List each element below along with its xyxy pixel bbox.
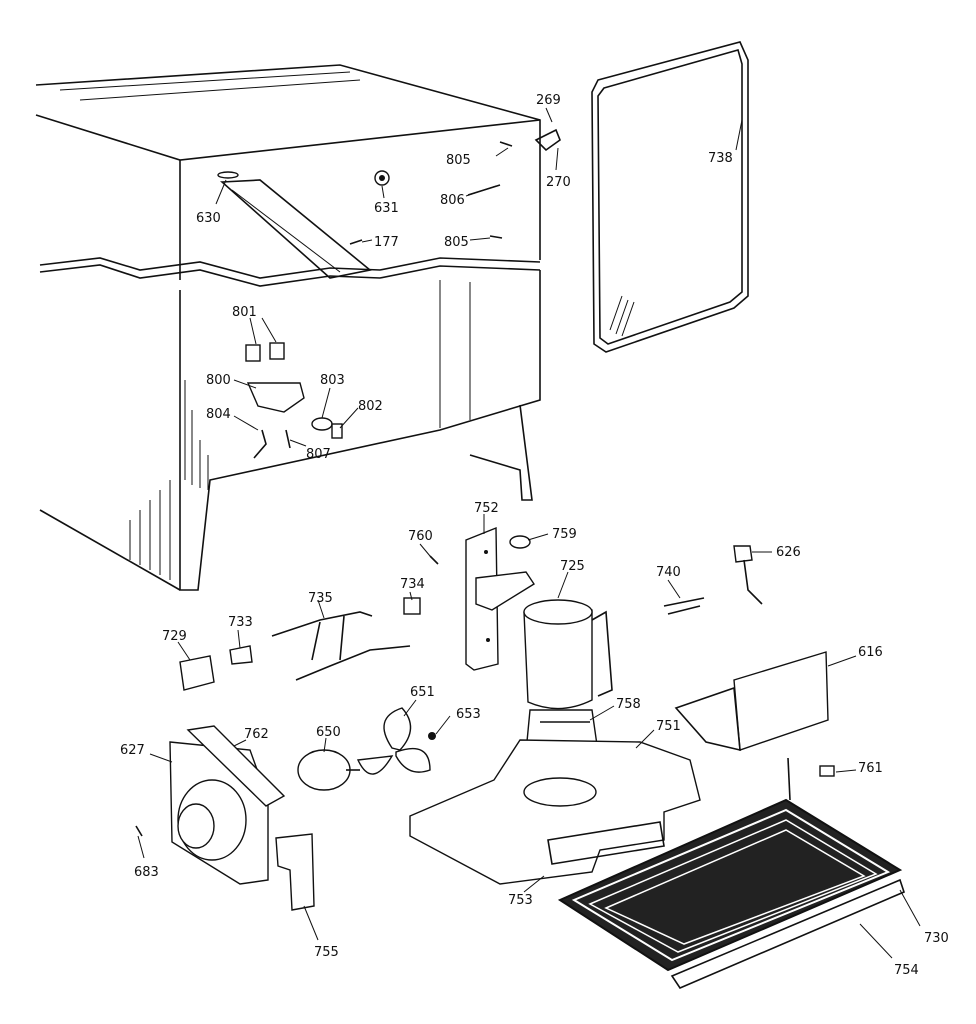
label-759: 759: [552, 527, 577, 542]
cabinet-bottom: [39, 270, 541, 591]
label-733: 733: [228, 615, 253, 630]
label-801: 801: [232, 305, 257, 320]
label-651: 651: [410, 685, 435, 700]
label-805-upper: 805: [446, 153, 471, 168]
label-800: 800: [206, 373, 231, 388]
part-labels: 269 805 270 738 630 631 806 177 805 801 …: [120, 93, 949, 978]
fan-blade-651: [356, 707, 431, 775]
label-683: 683: [134, 865, 159, 880]
cabinet-top: [35, 64, 561, 287]
label-753: 753: [508, 893, 533, 908]
label-760: 760: [408, 529, 433, 544]
label-806: 806: [440, 193, 465, 208]
label-738: 738: [708, 151, 733, 166]
label-758: 758: [616, 697, 641, 712]
label-804: 804: [206, 407, 231, 422]
label-650: 650: [316, 725, 341, 740]
base-plate-751: [409, 739, 701, 885]
label-762: 762: [244, 727, 269, 742]
label-751: 751: [656, 719, 681, 734]
compressor-725: [523, 599, 613, 753]
label-730: 730: [924, 931, 949, 946]
label-740: 740: [656, 565, 681, 580]
label-754: 754: [894, 963, 919, 978]
label-653: 653: [456, 707, 481, 722]
condenser-730: [557, 757, 905, 989]
label-626: 626: [776, 545, 801, 560]
label-725: 725: [560, 559, 585, 574]
label-631: 631: [374, 201, 399, 216]
label-807: 807: [306, 447, 331, 462]
bracket-752: [465, 526, 535, 671]
label-270: 270: [546, 175, 571, 190]
label-805-lower: 805: [444, 235, 469, 250]
label-755: 755: [314, 945, 339, 960]
label-616: 616: [858, 645, 883, 660]
label-803: 803: [320, 373, 345, 388]
fan-motor-650: [297, 749, 360, 791]
label-630: 630: [196, 211, 221, 226]
label-761: 761: [858, 761, 883, 776]
fan-shroud-627: [169, 725, 286, 885]
panel-616: [674, 651, 829, 752]
label-735: 735: [308, 591, 333, 606]
bracket-755: [275, 833, 315, 911]
label-177: 177: [374, 235, 399, 250]
label-734: 734: [400, 577, 425, 592]
small-components: [135, 535, 835, 837]
leader-lines: [137, 107, 921, 959]
label-627: 627: [120, 743, 145, 758]
label-752: 752: [474, 501, 499, 516]
label-729: 729: [162, 629, 187, 644]
gasket-frame: [591, 41, 749, 353]
label-269: 269: [536, 93, 561, 108]
label-802: 802: [358, 399, 383, 414]
